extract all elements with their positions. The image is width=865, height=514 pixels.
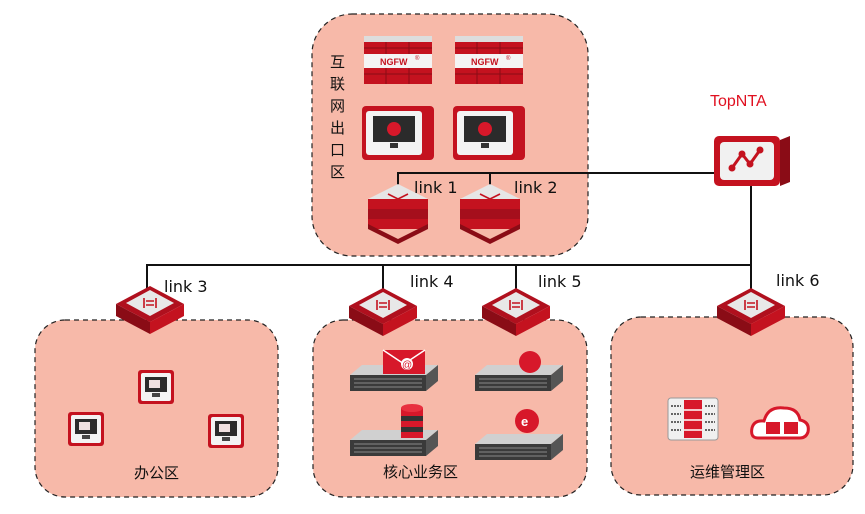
svg-text:@: @: [402, 360, 412, 371]
svg-text:NGFW: NGFW: [380, 57, 408, 67]
svg-text:联: 联: [330, 75, 345, 93]
zone-internet-exit-label: 互 联 网 出 口 区: [330, 53, 345, 181]
svg-text:e: e: [521, 414, 528, 429]
wire-backbone: [146, 186, 752, 300]
link-label: link 1: [414, 178, 458, 197]
svg-text:®: ®: [415, 55, 420, 62]
svg-text:口: 口: [330, 141, 345, 159]
svg-text:区: 区: [330, 163, 345, 181]
svg-text:互: 互: [330, 53, 345, 71]
security-appliance-icon: [362, 106, 434, 160]
ngfw-firewall-icon: NGFW ®: [364, 36, 432, 84]
zone-internet-exit: [311, 13, 589, 257]
ngfw-firewall-icon: NGFW ®: [455, 36, 523, 84]
zone-ops-label: 运维管理区: [690, 463, 765, 481]
topnta-device-icon: [714, 136, 790, 186]
svg-text:®: ®: [506, 55, 511, 62]
zone-office-label: 办公区: [134, 464, 179, 482]
wire-link-1-2: [397, 172, 755, 186]
web-server-icon: [474, 364, 564, 392]
svg-text:出: 出: [330, 119, 345, 137]
workstation-icon: [208, 414, 244, 448]
database-server-icon: [349, 429, 439, 457]
mail-envelope-icon: @: [382, 349, 426, 374]
link-label: link 3: [164, 277, 208, 296]
security-appliance-icon: [453, 106, 525, 160]
topnta-label: TopNTA: [710, 93, 767, 110]
svg-text:NGFW: NGFW: [471, 57, 499, 67]
cloud-icon: [750, 406, 810, 440]
workstation-icon: [68, 412, 104, 446]
data-storage-icon: [667, 397, 719, 441]
link-label: link 6: [776, 271, 820, 290]
workstation-icon: [138, 370, 174, 404]
link-label: link 2: [514, 178, 558, 197]
svg-text:网: 网: [330, 97, 345, 115]
link-label: link 4: [410, 272, 454, 291]
globe-icon: [519, 351, 541, 373]
zone-core-label: 核心业务区: [383, 463, 458, 481]
browser-server-icon: [474, 433, 564, 461]
database-icon: [401, 404, 423, 438]
internet-explorer-icon: e: [515, 409, 539, 433]
link-label: link 5: [538, 272, 582, 291]
